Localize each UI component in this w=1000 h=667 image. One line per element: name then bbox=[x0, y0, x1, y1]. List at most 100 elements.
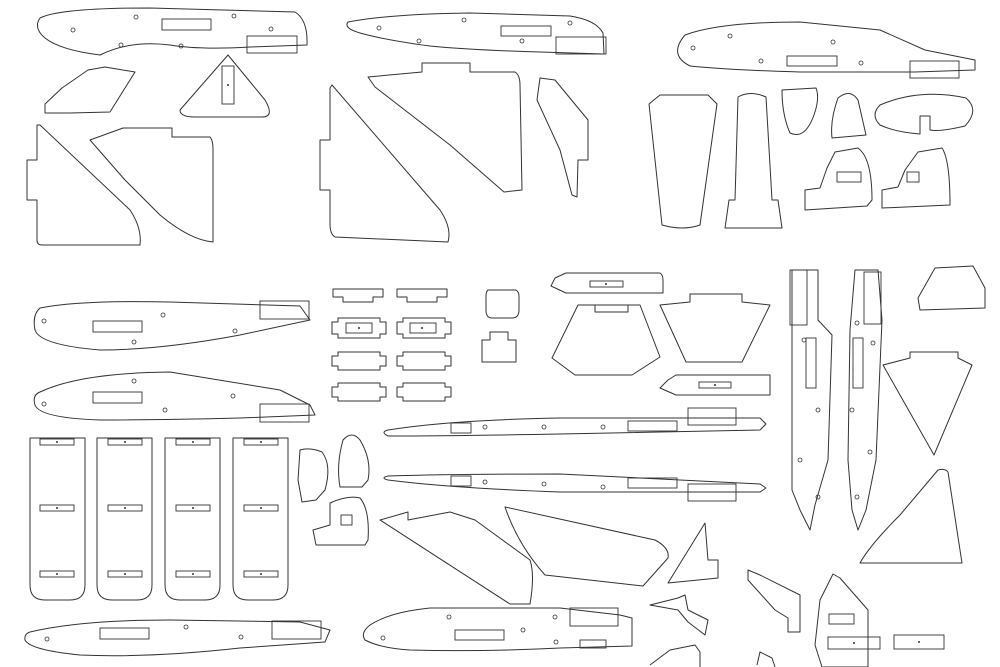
long-spar-a-hole-1 bbox=[482, 424, 488, 430]
vertical-spar-a bbox=[791, 269, 833, 531]
vertical-spar-a-slot bbox=[805, 337, 817, 389]
long-spar-b-hole-1 bbox=[482, 479, 488, 485]
delta-wing-left bbox=[319, 84, 450, 243]
nose-cone-piece-b bbox=[338, 434, 370, 488]
tail-mount-box-f bbox=[271, 620, 322, 640]
mount-hole-d2 bbox=[160, 312, 166, 318]
dorsal-tab-pivot bbox=[714, 384, 716, 386]
long-spar-b-slot-1 bbox=[450, 475, 472, 487]
part-group-right bbox=[747, 265, 986, 667]
loose-tab bbox=[893, 634, 945, 650]
delta-tail-plate bbox=[814, 573, 869, 667]
nose-cone-piece-a bbox=[297, 448, 329, 503]
delta-tail-slot-2 bbox=[827, 636, 881, 650]
mount-hole-d3 bbox=[232, 328, 238, 334]
mount-hole-d4 bbox=[131, 339, 137, 345]
mount-hole-b5 bbox=[519, 38, 525, 44]
control-horn-a bbox=[649, 594, 709, 636]
vertical-spar-a-box bbox=[789, 269, 808, 326]
mount-hole-c5 bbox=[858, 60, 864, 66]
elevon-panel-b bbox=[89, 127, 214, 243]
tail-mount-box-e bbox=[259, 403, 310, 423]
long-spar-b-slot-2 bbox=[627, 477, 678, 489]
aileron-panel-b bbox=[504, 506, 669, 587]
fin-slot-a bbox=[221, 65, 235, 105]
vertical-spar-b-hole-2 bbox=[870, 340, 876, 346]
long-spar-a-slot-1 bbox=[450, 422, 472, 434]
vertical-spar-b-hole-1 bbox=[854, 320, 860, 326]
vertical-spar-a-hole-3 bbox=[797, 457, 803, 463]
vertical-fin-a bbox=[179, 54, 270, 118]
long-spar-a-box bbox=[687, 407, 737, 426]
tail-mount-box-c bbox=[909, 60, 960, 79]
canard-strip bbox=[536, 77, 589, 198]
mount-hole-c4 bbox=[758, 58, 764, 64]
connector-block-1 bbox=[331, 317, 387, 339]
connector-block-3 bbox=[331, 351, 387, 371]
nose-bulkhead-slot bbox=[340, 514, 353, 526]
connector-block-2 bbox=[396, 317, 452, 339]
long-spar-b-hole-3 bbox=[600, 484, 606, 490]
small-lobe-a bbox=[781, 87, 819, 135]
mount-hole-f2 bbox=[183, 624, 189, 630]
delta-tail-slot-1 bbox=[828, 613, 855, 625]
small-bracket-b bbox=[481, 331, 517, 363]
mount-hole-b2 bbox=[461, 17, 467, 23]
tapered-fin-b bbox=[724, 93, 783, 229]
tail-fin-triangle-b bbox=[859, 468, 963, 564]
connector-tab-2 bbox=[396, 288, 448, 303]
tapered-fin-a bbox=[648, 94, 718, 229]
long-spar-a-hole-2 bbox=[541, 424, 547, 430]
mount-hole-c1 bbox=[727, 33, 733, 39]
intake-cover bbox=[917, 265, 986, 311]
fuselage-side-panel-c bbox=[677, 21, 976, 73]
dorsal-tab bbox=[659, 374, 771, 396]
fin-pivot-a bbox=[227, 84, 229, 86]
long-spar-a-slot-2 bbox=[627, 420, 678, 432]
connector-block-4 bbox=[396, 351, 452, 371]
mount-hole-b4 bbox=[416, 38, 422, 44]
spine-tab-slot bbox=[589, 280, 624, 288]
dorsal-tab-slot bbox=[698, 381, 732, 389]
mount-hole-g2 bbox=[446, 614, 452, 620]
winglet-b bbox=[756, 651, 776, 667]
connector-tab-1 bbox=[332, 288, 384, 303]
trapezoid-bulkhead-a-notch bbox=[594, 305, 629, 313]
fuselage-side-panel-g bbox=[362, 607, 633, 652]
fuselage-slot-c bbox=[786, 55, 838, 67]
mount-hole-e3 bbox=[230, 393, 236, 399]
mount-hole-f1 bbox=[44, 636, 50, 642]
elevon-panel-a bbox=[26, 124, 141, 246]
part-group-center bbox=[362, 272, 771, 667]
vertical-spar-b-hole-4 bbox=[867, 449, 873, 455]
nose-bulkhead bbox=[312, 496, 369, 546]
gear-bay-slot-a bbox=[836, 171, 862, 183]
mount-hole-b3 bbox=[567, 20, 573, 26]
mount-hole-a1 bbox=[70, 27, 76, 33]
gear-bay-cover-b bbox=[881, 147, 951, 209]
part-group-connectors bbox=[297, 288, 520, 546]
long-spar-b bbox=[383, 473, 767, 493]
mount-hole-a4 bbox=[268, 26, 274, 32]
vertical-spar-b-hole-3 bbox=[849, 407, 855, 413]
wing-rib-panel-2 bbox=[96, 437, 153, 601]
trapezoid-bulkhead-b bbox=[659, 293, 771, 363]
vertical-spar-a-hole-1 bbox=[801, 337, 807, 343]
small-bracket-a bbox=[485, 289, 520, 319]
canopy-piece bbox=[874, 93, 974, 135]
fuselage-slot-g2 bbox=[579, 639, 607, 649]
fuselage-slot-d bbox=[92, 320, 143, 333]
fuselage-slot-b bbox=[500, 25, 552, 37]
long-spar-a bbox=[383, 417, 767, 437]
mount-hole-d1 bbox=[41, 318, 47, 324]
part-group-top-right bbox=[648, 21, 976, 229]
mount-hole-g5 bbox=[553, 639, 559, 645]
vertical-spar-b-slot bbox=[852, 337, 864, 389]
vertical-spar-a-hole-4 bbox=[815, 494, 821, 500]
vertical-spar-b-hole-5 bbox=[854, 494, 860, 500]
delta-wing-right bbox=[367, 62, 523, 193]
tail-mount-box-d bbox=[259, 300, 310, 320]
fuselage-slot-e bbox=[92, 391, 143, 404]
part-group-top-middle bbox=[319, 12, 607, 243]
